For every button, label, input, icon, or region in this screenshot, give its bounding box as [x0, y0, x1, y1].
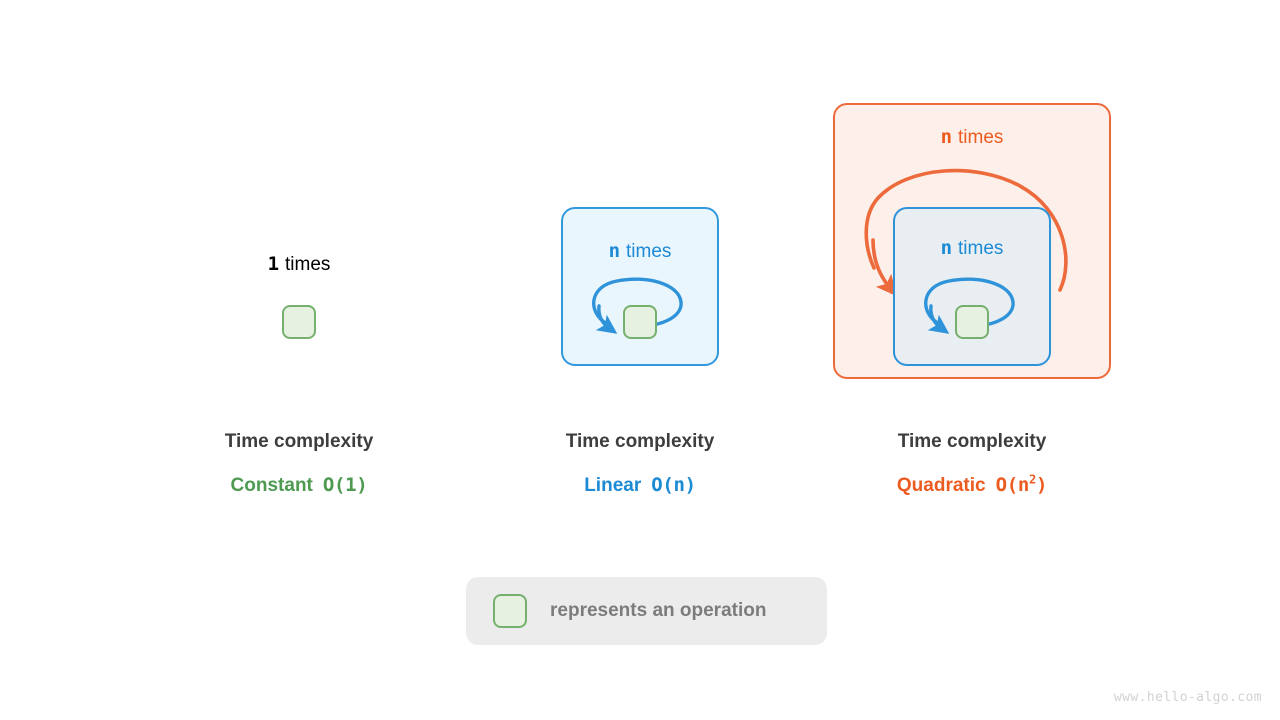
quadratic-outer-count-word: times [958, 127, 1004, 148]
linear-value-word: Linear [584, 475, 642, 496]
constant-count-word: times [285, 254, 331, 275]
linear-title: Time complexity [565, 431, 715, 452]
quadratic-value-word: Quadratic [896, 475, 986, 496]
quadratic-inner-count-value: n [940, 237, 953, 259]
quadratic-bigo-head: O(n [995, 474, 1030, 496]
legend-operation-swatch [493, 594, 527, 628]
constant-value-bigo: O(1) [322, 474, 368, 496]
legend-label: represents an operation [550, 600, 767, 621]
linear-count-word: times [626, 241, 672, 262]
constant-value: Constant O(1) [169, 474, 429, 496]
linear-column-label: Time complexity Linear O(n) [510, 432, 770, 495]
constant-value-word: Constant [230, 475, 313, 496]
quadratic-operation-box [955, 305, 989, 339]
quadratic-bigo-tail: ) [1035, 474, 1048, 496]
linear-value: Linear O(n) [510, 474, 770, 496]
constant-title: Time complexity [224, 431, 374, 452]
constant-operation-box [282, 305, 316, 339]
constant-count-value: 1 [267, 253, 280, 275]
constant-column-label: Time complexity Constant O(1) [169, 432, 429, 495]
quadratic-inner-loop-box [893, 207, 1051, 366]
quadratic-bigo-exponent: 2 [1029, 472, 1036, 487]
legend: represents an operation [466, 577, 827, 645]
linear-loop-box [561, 207, 719, 366]
quadratic-value: Quadratic O(n2) [842, 474, 1102, 496]
linear-operation-box [623, 305, 657, 339]
quadratic-value-bigo: O(n2) [996, 474, 1048, 496]
linear-count-value: n [608, 240, 621, 262]
quadratic-outer-count-value: n [940, 126, 953, 148]
quadratic-inner-count-word: times [958, 238, 1004, 259]
linear-value-bigo: O(n) [651, 474, 696, 496]
quadratic-title: Time complexity [897, 431, 1047, 452]
quadratic-column-label: Time complexity Quadratic O(n2) [842, 432, 1102, 495]
watermark: www.hello-algo.com [1113, 690, 1262, 705]
